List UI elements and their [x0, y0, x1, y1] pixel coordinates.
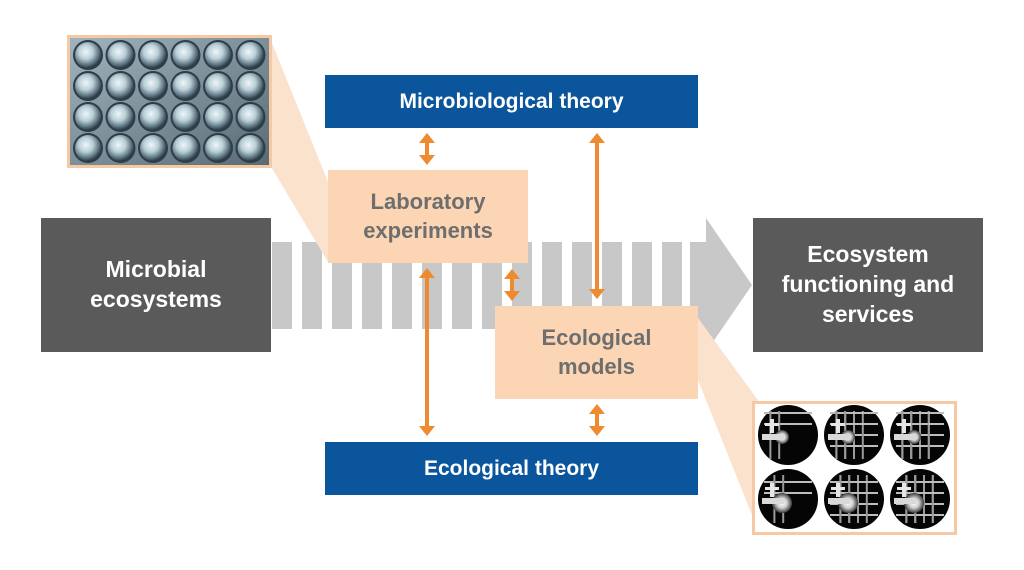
simulation-grid-image — [755, 404, 954, 532]
well — [237, 104, 264, 130]
ecological-theory-box: Ecological theory — [325, 442, 698, 495]
well — [205, 104, 231, 130]
microbiological-theory-box: Microbiological theory — [325, 75, 698, 128]
laboratory-experiments-label: Laboratory experiments — [363, 188, 493, 243]
microbiological-theory-label: Microbiological theory — [399, 89, 624, 113]
simulation-cell — [758, 405, 818, 465]
well — [140, 73, 166, 99]
well — [205, 42, 231, 68]
arrow-micro-models — [589, 133, 605, 299]
well — [172, 104, 199, 130]
arrow-lab-models — [504, 269, 520, 301]
laboratory-experiments-box: Laboratory experiments — [328, 170, 528, 263]
simulation-cell — [890, 469, 950, 529]
well — [140, 42, 166, 68]
well — [107, 104, 134, 130]
ecological-theory-label: Ecological theory — [423, 456, 600, 480]
well — [140, 104, 166, 130]
well — [237, 42, 264, 68]
ecological-models-box: Ecological models — [495, 306, 698, 399]
simulation-cell — [758, 469, 818, 529]
well — [75, 42, 101, 68]
well — [140, 135, 166, 161]
well — [172, 135, 199, 161]
well — [237, 135, 264, 161]
ecological-models-label: Ecological models — [541, 324, 652, 379]
microbial-ecosystems-label: Microbial ecosystems — [90, 256, 222, 312]
well — [172, 73, 199, 99]
well-plate-image — [70, 38, 269, 165]
simulation-images-photo — [752, 401, 957, 535]
well — [107, 135, 134, 161]
well — [75, 73, 101, 99]
simulation-cell — [824, 469, 884, 529]
well — [237, 73, 264, 99]
well — [172, 42, 199, 68]
well — [107, 73, 134, 99]
well — [205, 135, 231, 161]
arrow-models-eco — [589, 404, 605, 436]
microbial-ecosystems-box: Microbial ecosystems — [41, 218, 271, 352]
simulation-cell — [890, 405, 950, 465]
arrow-micro-lab — [419, 133, 435, 165]
well — [75, 135, 101, 161]
well-plate-photo — [67, 35, 272, 168]
lab-callout-wedge — [270, 38, 328, 262]
ecosystem-functioning-label: Ecosystem functioning and services — [781, 241, 955, 327]
models-callout-wedge — [698, 318, 760, 535]
arrow-lab-eco — [419, 268, 435, 436]
well — [205, 73, 231, 99]
well — [75, 104, 101, 130]
simulation-cell — [824, 405, 884, 465]
ecosystem-functioning-box: Ecosystem functioning and services — [753, 218, 983, 352]
well — [107, 42, 134, 68]
